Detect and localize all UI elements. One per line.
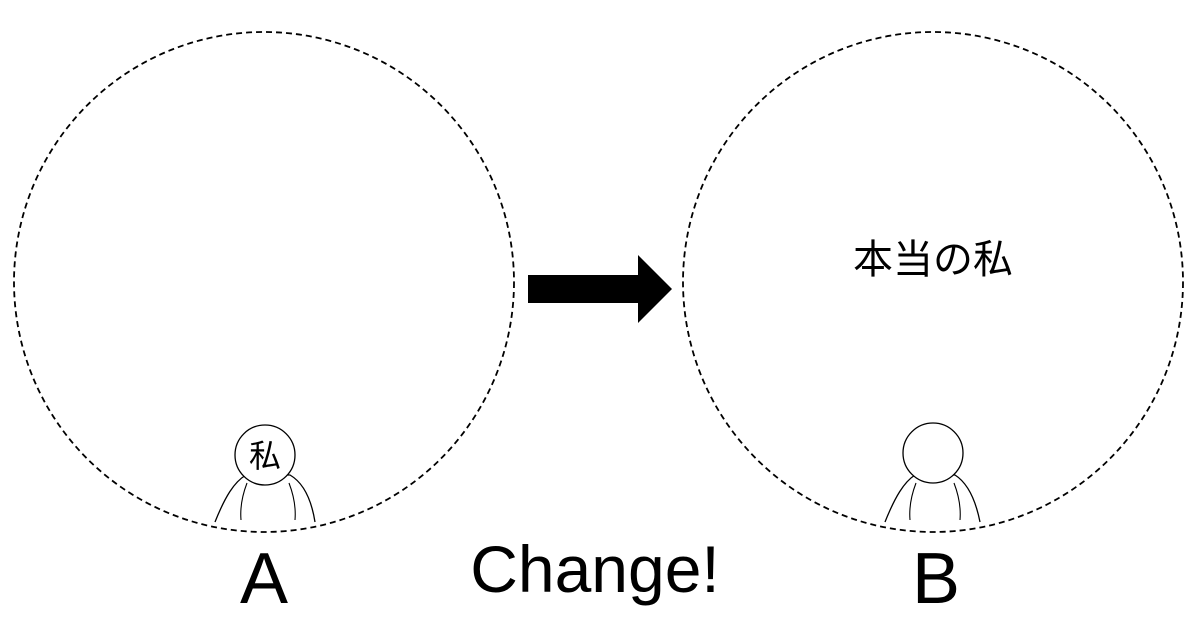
person-b-arm-left [909,482,917,521]
person-b-arm-right [953,482,961,521]
person-a: 私 [214,424,316,523]
label-a: A [240,539,288,619]
circle-a-group: 私 [13,31,515,533]
person-a-arm-right [288,482,296,521]
right-arrow-icon [528,255,672,323]
true-self-label: 本当の私 [853,237,1013,283]
circle-a [13,31,515,533]
circle-b-group: 本当の私 [682,31,1184,533]
circle-b [682,31,1184,533]
change-text: Change! [470,532,720,606]
person-a-head-label: 私 [249,437,281,475]
person-b-head [902,422,964,484]
label-b: B [912,539,960,619]
person-a-arm-left [240,482,248,521]
person-a-head [234,424,296,486]
person-b [884,422,981,523]
